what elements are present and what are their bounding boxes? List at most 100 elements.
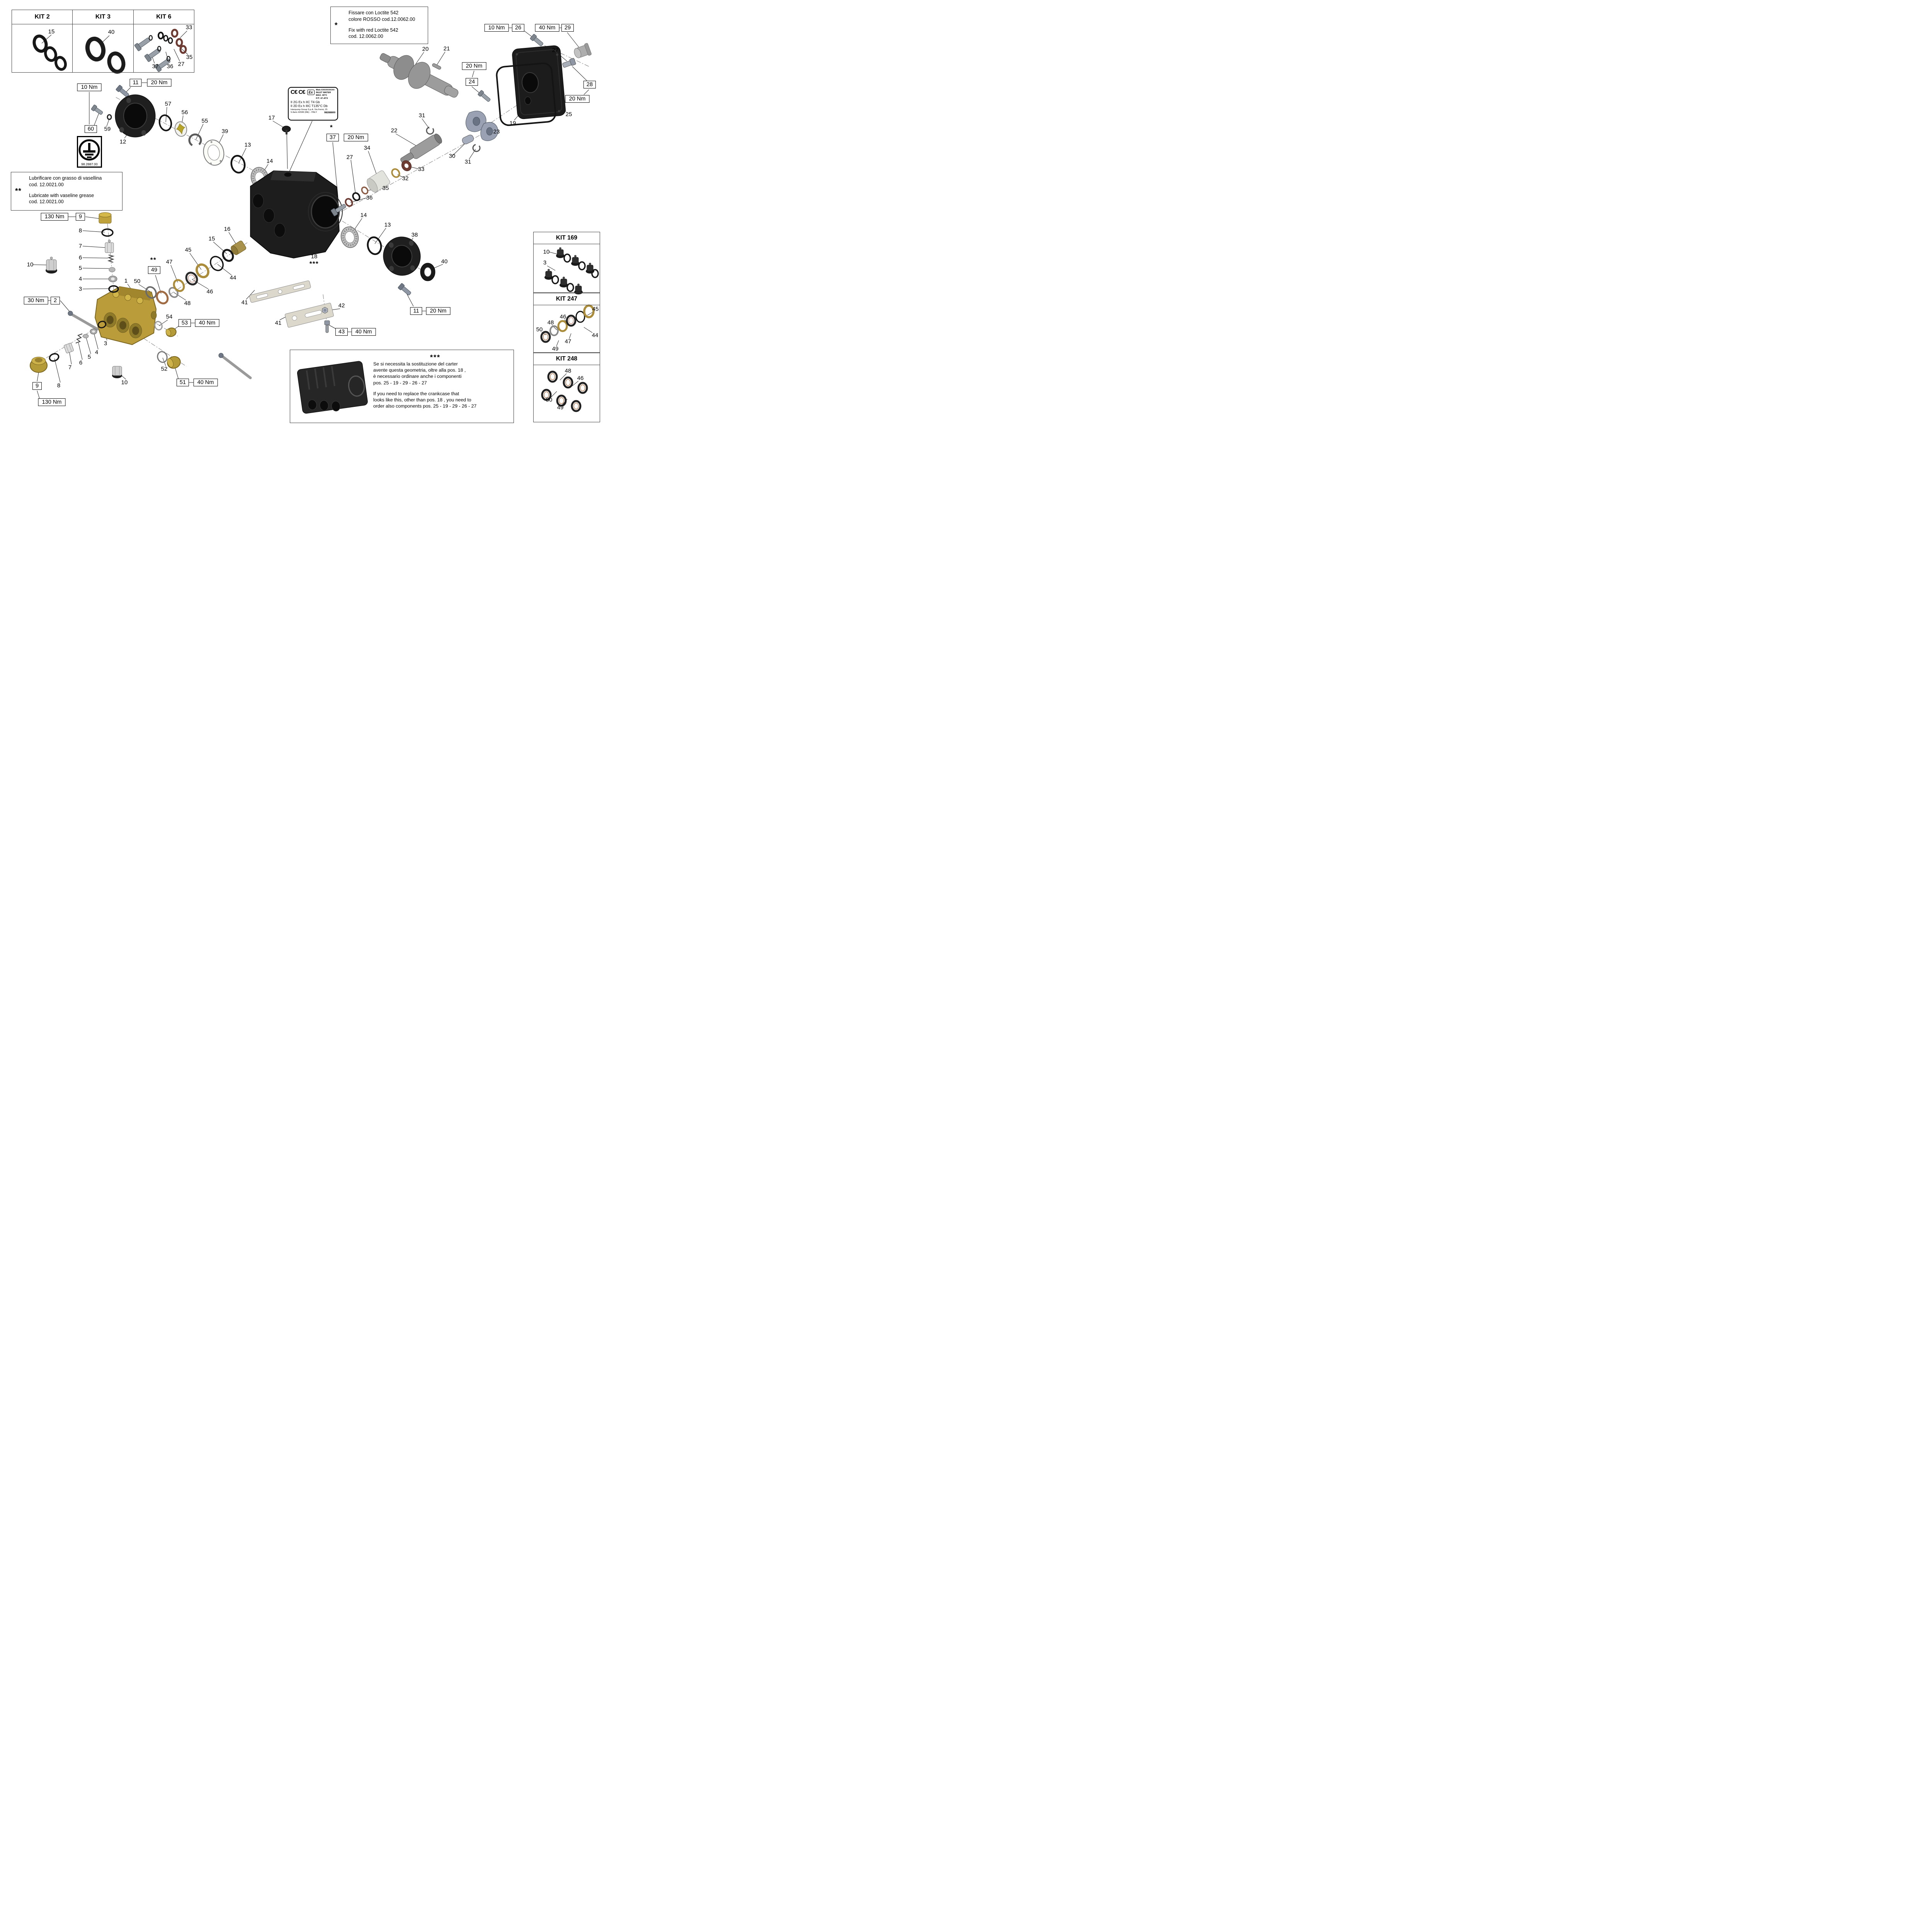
text-line: cod. 12.0021.00 [29,199,64,205]
bolt-43 [324,320,330,333]
nut-42 [322,307,328,314]
callout-8: 8 [78,227,82,234]
seat-4-bottom [90,328,97,335]
plug-9-bottom [30,357,48,373]
ce-marks: C€ C€ [291,89,306,95]
kit3-title: KIT 3 [73,10,133,24]
callout-19: 19 [509,120,516,127]
ring-36 [345,198,353,207]
poppet-5-bottom [83,334,89,338]
plug-53 [165,327,177,337]
valve-cage-7-top [105,240,114,253]
ce-address-1: Interpump Group S.p.A. Via Fermi, 25 [291,108,328,111]
callout-51: 51 [176,379,189,386]
bolt-11-left [116,85,129,97]
flange-38 [383,236,421,276]
kits-legend-table: KIT 2 KIT 3 KIT 6 [12,10,194,73]
callout-37: 37 [152,63,159,70]
callout-30: 30 [449,153,456,160]
callout-40-nm: 40 Nm [351,328,376,336]
callout-48: 48 [547,319,554,326]
callout-11: 11 [410,307,422,315]
text-line: F/T: 47-ATX [316,97,328,100]
kit2-oring-set [32,34,67,71]
callout-10-nm: 10 Nm [77,83,102,91]
circlip-55 [188,133,202,147]
callout-9: 9 [75,213,85,221]
oring-52 [157,351,168,363]
callout-56: 56 [181,109,188,116]
ring-15 [222,249,234,262]
text-line: Se si necessita la sostituzione del cart… [373,361,458,367]
key-21 [432,63,441,70]
callout-50: 50 [134,278,141,285]
ring-46 [185,272,198,286]
callout-10: 10 [27,261,34,268]
kit247-title: KIT 247 [534,293,600,305]
crankcase-18 [250,170,343,258]
crankcase-note-text: Se si necessita la sostituzione del cart… [373,361,510,409]
callout-*: * [330,124,333,131]
kit6-washer-set [148,29,187,62]
callout-31: 31 [418,112,425,119]
callout-40-nm: 40 Nm [195,319,219,327]
text-line: cod. 12.0062.00 [349,34,383,39]
text-line: avente questa geometria, oltre alla pos.… [373,367,466,373]
callout-28: 28 [583,81,596,88]
callout-27: 27 [346,154,353,161]
callout-20: 20 [422,46,429,53]
callout-10: 10 [543,248,550,255]
sleeve-34 [367,170,390,192]
callout-41: 41 [275,320,282,326]
gasket-39 [203,139,224,166]
callout-4: 4 [95,349,99,356]
callout-9: 9 [32,382,42,390]
callout-43: 43 [335,328,348,336]
callout-8: 8 [57,382,61,389]
circlip-31a [426,126,434,135]
bolt-37 [330,204,346,216]
oring-8-top [101,228,114,237]
callout-26: 26 [512,24,525,32]
callout-25: 25 [565,111,572,118]
callout-4: 4 [78,275,82,282]
callout-60: 60 [84,125,97,133]
ring-49 [156,291,169,304]
ground-symbol-icon [78,139,100,161]
callout-3: 3 [104,340,107,347]
bearing-14-right [340,226,359,248]
bolt-26 [530,34,543,46]
kit248-box: KIT 248 [533,353,600,422]
circlip-31b [472,144,481,152]
ring-50 [145,286,157,299]
callout-49: 49 [557,404,564,411]
exploded-parts-diagram: KIT 2 KIT 3 KIT 6 * Fissare con Loctite … [0,0,603,427]
callout-48: 48 [565,367,571,374]
text-line [349,22,426,27]
callout-55: 55 [201,117,208,124]
kit3-seal-set [85,36,126,74]
oil-cap-17 [282,126,291,134]
pump-head-1 [94,286,157,345]
spring-6-top [107,255,115,263]
callout-33: 33 [418,166,425,173]
callout-18: 18 [311,253,318,260]
callout-3: 3 [78,286,82,292]
callout-14: 14 [360,212,367,219]
text-line: Fix with red Loctite 542 [349,27,398,33]
seat-4-top [108,275,117,282]
callout-1: 1 [124,277,128,284]
callout-130-nm: 130 Nm [38,398,66,406]
callout-59: 59 [104,126,111,133]
plug-29 [574,43,592,58]
plunger-22 [400,133,442,164]
valve-10-left [46,257,57,274]
oring-13-left [230,155,246,174]
callout-46: 46 [560,313,566,320]
callout-36: 36 [366,194,373,201]
callout-44: 44 [230,274,236,281]
